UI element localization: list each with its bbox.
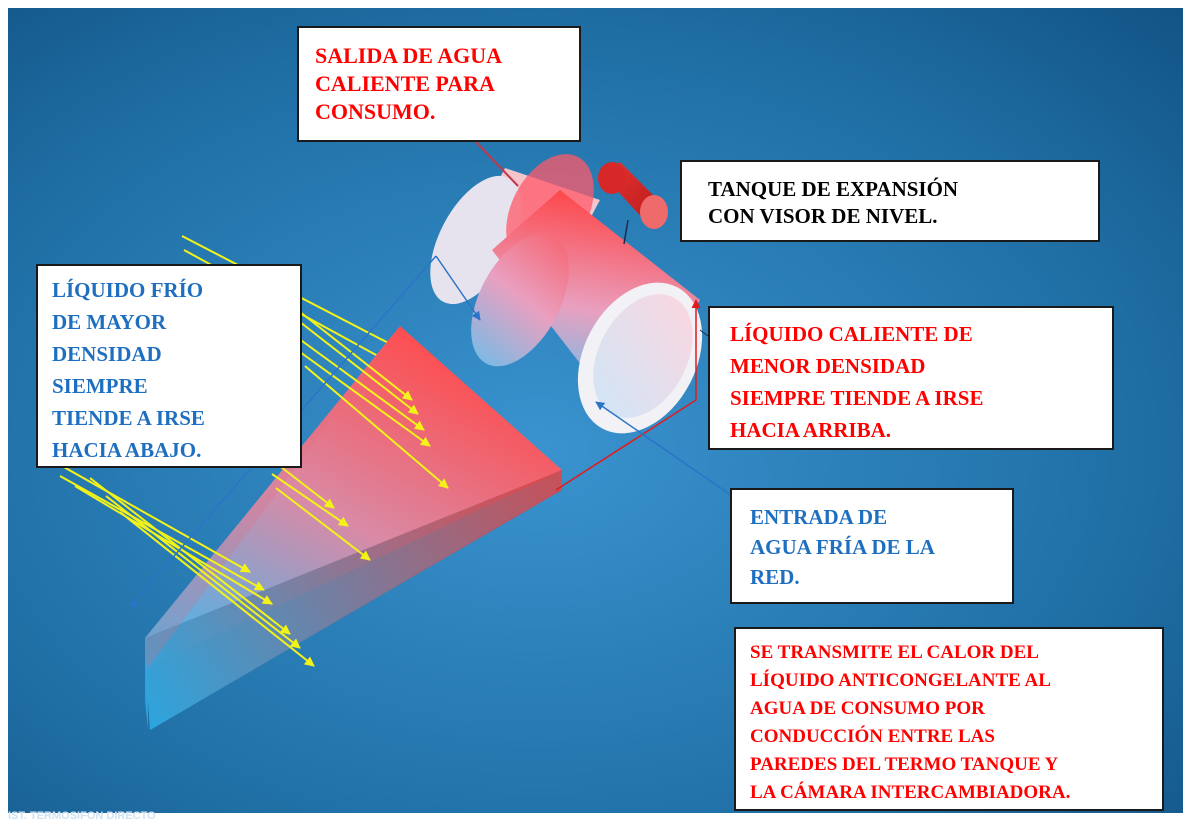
expansion-tank-label: TANQUE DE EXPANSIÓN CON VISOR DE NIVEL.: [680, 160, 1100, 242]
sun-ray-arrow: [271, 459, 335, 509]
label-line: CALIENTE PARA: [315, 71, 495, 96]
label-line: CON VISOR DE NIVEL.: [708, 204, 938, 228]
label-line: SALIDA DE AGUA: [315, 43, 503, 68]
label-line: RED.: [750, 565, 800, 589]
label-line: LÍQUIDO ANTICONGELANTE AL: [750, 670, 1051, 691]
label-line: PAREDES DEL TERMO TANQUE Y: [750, 754, 1059, 775]
label-line: CONDUCCIÓN ENTRE LAS: [750, 726, 995, 747]
cold-liquid-label: LÍQUIDO FRÍO DE MAYOR DENSIDAD SIEMPRE T…: [36, 264, 302, 468]
label-line: SE TRANSMITE EL CALOR DEL: [750, 642, 1039, 663]
label-line: SIEMPRE: [52, 374, 148, 398]
callout-lines: [699, 329, 709, 337]
sun-ray-arrow: [294, 307, 413, 401]
sun-ray-arrow: [275, 487, 371, 561]
sun-ray-arrow: [74, 485, 273, 605]
label-line: CONSUMO.: [315, 99, 436, 124]
cold-water-inlet-label: ENTRADA DE AGUA FRÍA DE LA RED.: [730, 488, 1014, 604]
expansion-tank: [598, 162, 668, 245]
sun-ray-arrow: [304, 365, 449, 489]
hot-water-outlet-label: SALIDA DE AGUA CALIENTE PARA CONSUMO.: [297, 26, 581, 142]
sun-ray-arrow: [297, 337, 425, 431]
sun-ray-arrow: [105, 495, 301, 649]
sun-ray-arrow: [89, 477, 291, 635]
label-line: AGUA DE CONSUMO POR: [750, 698, 985, 719]
label-line: HACIA ARRIBA.: [730, 418, 892, 442]
label-line: TIENDE A IRSE: [52, 406, 205, 430]
flow-arrow: [595, 401, 739, 501]
sun-ray-arrow: [119, 511, 315, 667]
label-line: AGUA FRÍA DE LA: [750, 535, 935, 559]
sun-rays-front: [54, 307, 449, 667]
label-line: SIEMPRE TIENDE A IRSE: [730, 386, 984, 410]
label-line: DE MAYOR: [52, 310, 167, 334]
sun-ray-arrow: [54, 461, 251, 573]
label-line: MENOR DENSIDAD: [730, 354, 926, 378]
label-line: LÍQUIDO FRÍO: [52, 278, 204, 302]
hot-liquid-label: LÍQUIDO CALIENTE DE MENOR DENSIDAD SIEMP…: [708, 306, 1114, 450]
sun-ray-arrow: [299, 321, 419, 415]
sun-ray-arrow: [271, 473, 349, 527]
label-line: HACIA ABAJO.: [52, 438, 202, 462]
thermo-tank: [430, 154, 703, 434]
sun-ray-arrow: [299, 351, 431, 447]
label-line: DENSIDAD: [52, 342, 162, 366]
label-line: LA CÁMARA INTERCAMBIADORA.: [750, 782, 1071, 803]
label-line: TANQUE DE EXPANSIÓN: [708, 177, 959, 201]
heat-transfer-label: SE TRANSMITE EL CALOR DEL LÍQUIDO ANTICO…: [734, 627, 1164, 811]
flow-arrow: [555, 299, 701, 491]
footer-caption: IST. TERMOSIFON DIRECTO: [8, 811, 156, 821]
label-line: ENTRADA DE: [750, 505, 888, 529]
flow-arrow: [435, 255, 481, 321]
label-line: LÍQUIDO CALIENTE DE: [730, 322, 973, 346]
